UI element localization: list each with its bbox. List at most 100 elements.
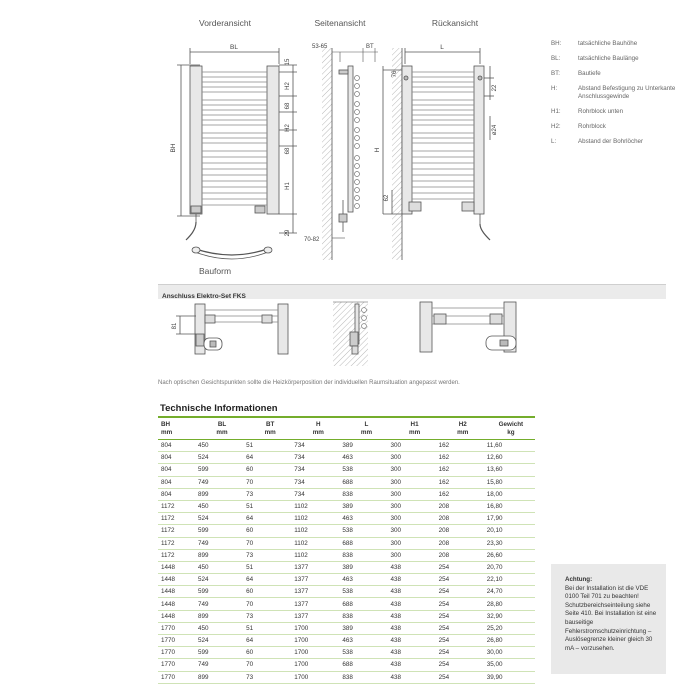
legend-row: H:Abstand Befestigung zu Unterkante Ansc… [551, 85, 676, 100]
table-cell: 688 [342, 658, 391, 672]
table-cell: 300 [390, 500, 439, 514]
table-cell: 254 [438, 658, 487, 672]
table-cell: 899 [197, 610, 247, 623]
table-cell: 300 [390, 451, 439, 465]
table-cell: 734 [294, 476, 343, 489]
table-cell: 450 [197, 500, 247, 514]
table-cell: 1102 [294, 549, 343, 562]
table-cell: 24,70 [486, 585, 535, 599]
table-cell: 1172 [158, 512, 198, 526]
table-cell: 64 [246, 634, 295, 648]
table-cell: 524 [197, 573, 247, 587]
table-cell: 899 [197, 488, 247, 501]
attention-text: Bei der Installation ist die VDE 0100 Te… [565, 584, 657, 652]
table-cell: 688 [342, 476, 391, 489]
table-cell: 438 [390, 585, 439, 599]
dim-bt: BT [366, 44, 374, 50]
table-cell: 1700 [294, 671, 343, 684]
side-view-title: Seitenansicht [314, 18, 366, 28]
positioning-note: Nach optischen Gesichtspunkten sollte di… [158, 380, 460, 386]
table-cell: 73 [246, 671, 295, 684]
table-cell: 60 [246, 585, 295, 599]
table-cell: 1448 [158, 610, 198, 623]
table-cell: 11,60 [486, 439, 535, 453]
back-view [382, 48, 494, 260]
table-cell: 51 [246, 500, 295, 514]
table-cell: 73 [246, 488, 295, 501]
table-cell: 804 [158, 463, 198, 477]
dim-81: 81 [172, 322, 178, 329]
legend-row: H2:Rohrblock [551, 123, 606, 130]
table-cell: 22,10 [486, 573, 535, 587]
front-view-title: Vorderansicht [199, 18, 251, 28]
back-view-title: Rückansicht [431, 18, 479, 28]
table-cell: 39,90 [486, 671, 535, 684]
table-cell: 208 [438, 549, 487, 562]
table-cell: 20,10 [486, 524, 535, 538]
dim-76: 76 [392, 70, 398, 77]
table-cell: 64 [246, 451, 295, 465]
table-cell: 389 [342, 561, 391, 575]
dim-h2-lower: H2 [285, 124, 291, 132]
table-cell: 70 [246, 476, 295, 489]
dim-53-65: 53-65 [312, 44, 328, 50]
connection-detail-drawing: 81 [172, 301, 517, 366]
attention-box: Achtung: Bei der Installation ist die VD… [551, 564, 666, 674]
table-cell: 438 [390, 573, 439, 587]
dim-bl: BL [230, 44, 238, 51]
table-cell: 389 [342, 622, 391, 636]
table-cell: 60 [246, 646, 295, 660]
table-cell: 463 [342, 634, 391, 648]
table-cell: 389 [342, 500, 391, 514]
table-cell: 438 [390, 622, 439, 636]
dim-70-82: 70-82 [304, 237, 320, 243]
table-cell: 13,60 [486, 463, 535, 477]
tech-info-title: Technische Informationen [160, 403, 278, 414]
table-cell: 1377 [294, 561, 343, 575]
table-cell: 389 [342, 439, 391, 453]
table-cell: 463 [342, 512, 391, 526]
table-cell: 162 [438, 451, 487, 465]
table-cell: 734 [294, 463, 343, 477]
table-cell: 51 [246, 561, 295, 575]
table-cell: 524 [197, 512, 247, 526]
table-cell: 254 [438, 561, 487, 575]
technical-drawing: BL BH 15 H2 68 H2 68 H1 29 53- [170, 44, 498, 260]
dim-h: H [374, 147, 381, 152]
table-cell: 254 [438, 610, 487, 623]
table-cell: 51 [246, 439, 295, 453]
dim-d24: ø24 [492, 124, 498, 135]
table-cell: 208 [438, 537, 487, 550]
table-cell: 524 [197, 634, 247, 648]
table-cell: 599 [197, 524, 247, 538]
table-cell: 300 [390, 512, 439, 526]
table-cell: 28,80 [486, 597, 535, 611]
table-cell: 688 [342, 597, 391, 611]
dim-62: 62 [384, 194, 390, 201]
table-cell: 1700 [294, 622, 343, 636]
table-cell: 64 [246, 573, 295, 587]
table-cell: 17,90 [486, 512, 535, 526]
table-cell: 12,60 [486, 451, 535, 465]
table-cell: 1770 [158, 671, 198, 684]
table-cell: 1172 [158, 500, 198, 514]
side-view [322, 48, 378, 260]
table-cell: 1102 [294, 537, 343, 550]
table-cell: 1700 [294, 634, 343, 648]
front-view [177, 48, 297, 260]
table-cell: 899 [197, 671, 247, 684]
table-cell: 749 [197, 537, 247, 550]
table-cell: 804 [158, 439, 198, 453]
table-cell: 25,20 [486, 622, 535, 636]
